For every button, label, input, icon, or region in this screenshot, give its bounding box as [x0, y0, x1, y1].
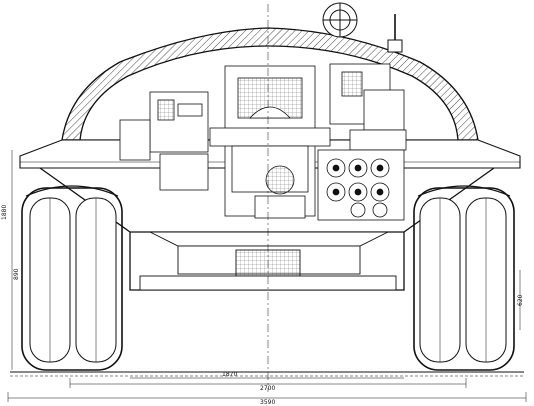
dim-inner-span: 1870: [222, 371, 237, 378]
commander-cupola: [322, 2, 358, 38]
dim-track-gauge: 2700: [260, 385, 275, 392]
dim-overall-width: 3590: [260, 399, 275, 406]
antenna-mount: [387, 14, 403, 53]
left-track: [21, 185, 123, 371]
right-track: [413, 185, 515, 371]
turret-interior: [119, 63, 407, 219]
ground-line: [10, 371, 524, 377]
dimension-labels: 3590 2700 1870 1880 890 620: [1, 205, 524, 406]
dim-left-height: 1880: [1, 205, 8, 220]
dim-left-lower: 890: [13, 268, 20, 280]
dim-right-lower: 620: [517, 294, 524, 306]
dimension-lines: [7, 150, 527, 402]
ammunition-rack: [317, 149, 405, 221]
